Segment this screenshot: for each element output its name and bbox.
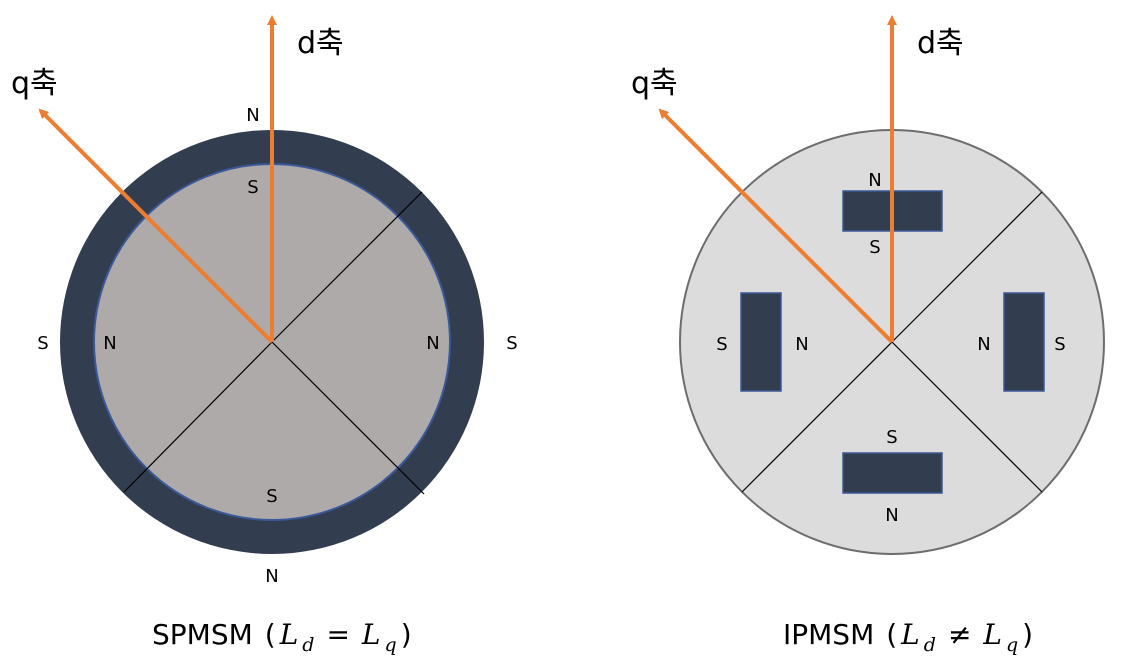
ipmsm-pole-divider-ne xyxy=(891,191,1043,343)
ipmsm-caption: IPMSM ( L d ≠ L q ) xyxy=(783,618,1033,656)
ipmsm-label-left-outer: S xyxy=(716,334,727,355)
ipmsm-label-bottom-outer: N xyxy=(885,505,898,526)
ipmsm-caption-close-paren: ) xyxy=(1022,618,1033,651)
ipmsm-d-axis-label: d축 xyxy=(917,26,964,61)
spmsm-inner-label-right: N xyxy=(426,333,439,354)
spmsm-caption-open-paren: ( xyxy=(265,618,276,651)
ipmsm-label-left-inner: N xyxy=(795,334,808,355)
spmsm-pole-divider-sw xyxy=(123,341,273,493)
spmsm-inner-label-bottom: S xyxy=(266,486,277,507)
ipmsm-label-top-outer: N xyxy=(868,170,881,191)
spmsm-diagram: d축 q축 N S S N S N N S SPMSM ( L d = L q … xyxy=(11,15,518,656)
spmsm-q-axis-label: q축 xyxy=(11,66,58,101)
spmsm-caption-sub1: d xyxy=(302,634,314,656)
ipmsm-q-axis-label: q축 xyxy=(631,66,678,101)
spmsm-caption: SPMSM ( L d = L q ) xyxy=(152,618,412,656)
spmsm-q-axis-arrow xyxy=(38,108,274,344)
ipmsm-caption-sub2: q xyxy=(1006,634,1018,656)
ipmsm-caption-open-paren: ( xyxy=(886,618,897,651)
spmsm-inner-label-top: S xyxy=(247,177,258,198)
ipmsm-magnet-left xyxy=(740,292,782,392)
ipmsm-diagram: d축 q축 N S S N N S S N IPMSM ( L d ≠ L q … xyxy=(631,15,1105,656)
spmsm-outer-label-top: N xyxy=(246,105,259,126)
spmsm-caption-operator: = xyxy=(326,618,349,651)
ipmsm-q-axis-arrow xyxy=(658,108,894,344)
ipmsm-pole-divider-sw xyxy=(741,341,893,493)
spmsm-outer-label-right: S xyxy=(506,333,517,354)
ipmsm-pole-divider-se xyxy=(891,341,1043,493)
ipmsm-caption-L2: L xyxy=(982,618,1002,651)
ipmsm-caption-name: IPMSM xyxy=(783,618,874,651)
ipmsm-magnet-bottom xyxy=(842,452,943,494)
ipmsm-label-top-inner: S xyxy=(869,237,880,258)
spmsm-pole-divider-ne xyxy=(271,191,423,343)
spmsm-inner-label-left: N xyxy=(103,333,116,354)
spmsm-caption-L2: L xyxy=(361,618,381,651)
ipmsm-label-right-inner: N xyxy=(977,334,990,355)
ipmsm-label-right-outer: S xyxy=(1054,334,1065,355)
spmsm-outer-label-left: S xyxy=(37,333,48,354)
spmsm-pole-divider-se xyxy=(271,341,425,495)
spmsm-caption-close-paren: ) xyxy=(401,618,412,651)
ipmsm-magnet-right xyxy=(1003,292,1045,392)
ipmsm-caption-operator: ≠ xyxy=(948,618,971,651)
spmsm-caption-sub2: q xyxy=(385,634,397,656)
ipmsm-caption-L1: L xyxy=(900,618,920,651)
ipmsm-label-bottom-inner: S xyxy=(886,427,897,448)
spmsm-caption-L1: L xyxy=(279,618,299,651)
spmsm-caption-name: SPMSM xyxy=(152,618,253,651)
ipmsm-caption-sub1: d xyxy=(924,634,936,656)
spmsm-d-axis-label: d축 xyxy=(297,26,344,61)
spmsm-outer-label-bottom: N xyxy=(265,566,278,587)
